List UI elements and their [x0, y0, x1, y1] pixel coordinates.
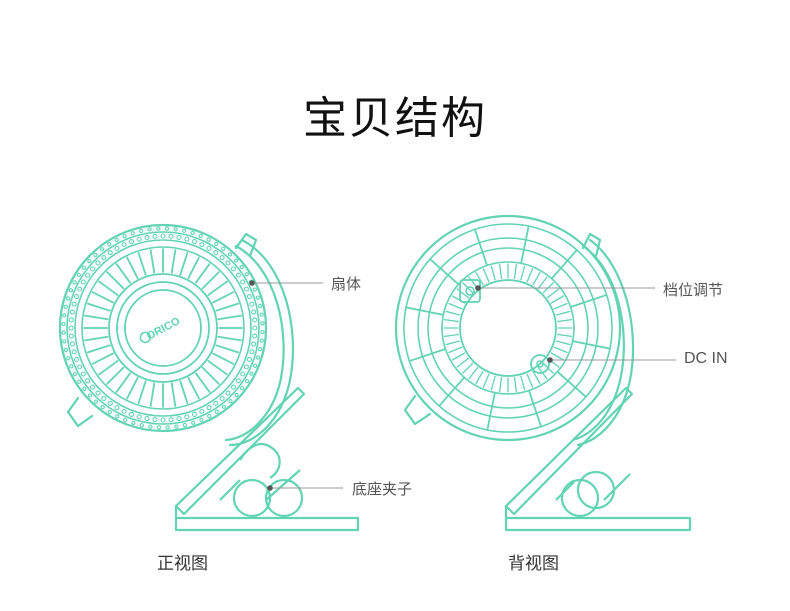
gear-switch-button	[459, 279, 481, 303]
page-title: 宝贝结构	[303, 93, 487, 144]
label-gear-switch: 档位调节	[663, 281, 724, 299]
back-view-clip	[504, 386, 692, 532]
dot-base-clip	[267, 485, 273, 491]
svg-text:ORICO: ORICO	[145, 315, 183, 343]
label-base-clip: 底座夹子	[352, 480, 413, 498]
caption-back-view: 背视图	[508, 554, 559, 574]
front-grille-perforation	[61, 226, 265, 430]
label-dc-in: DC IN	[684, 350, 728, 367]
dot-fan-body	[249, 280, 255, 286]
front-view-fan: ORICO	[58, 223, 294, 447]
back-housing-ribs	[405, 225, 611, 431]
dot-gear-switch	[475, 285, 481, 291]
brand-logo: ORICO	[139, 315, 183, 344]
dc-in-port	[530, 354, 550, 374]
dot-dc-in	[547, 357, 553, 363]
label-fan-body: 扇体	[331, 275, 362, 293]
front-view-clip	[174, 386, 360, 532]
leader-lines	[252, 282, 676, 489]
front-grille-spokes	[83, 248, 243, 408]
caption-front-view: 正视图	[157, 554, 208, 574]
back-view-fan	[394, 214, 635, 447]
